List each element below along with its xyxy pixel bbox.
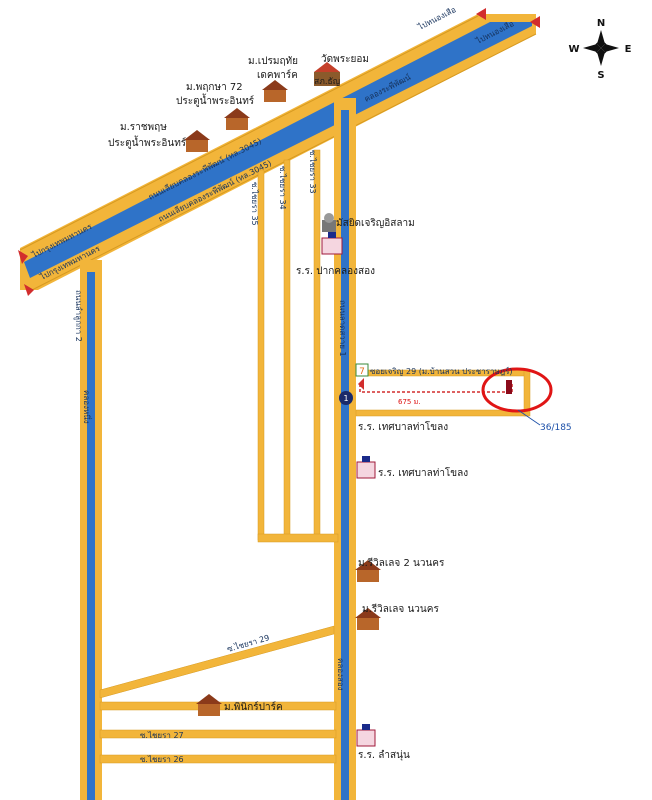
distance-label: 675 ม. xyxy=(398,398,420,406)
village-6-house-icon xyxy=(196,694,222,716)
village-3-label-line1: ม.ราชพฤษ xyxy=(120,122,167,133)
village-3-house-icon xyxy=(184,130,210,152)
village-3-label-line2: ประตูน้ำพระอินทร์ xyxy=(108,135,187,149)
village-4-label: ม.รีวิลเลจ 2 นวนคร xyxy=(358,557,445,569)
house-number-label: 36/185 xyxy=(540,423,572,433)
village-4-house-icon xyxy=(355,560,381,582)
village-2-house-icon xyxy=(224,108,250,130)
main-vertical-canal-label: คลองสอง xyxy=(336,658,345,691)
school-3-label: ร.ร. เทศบาลท่าโขลง xyxy=(378,466,468,479)
school-4-label: ร.ร. ลำสนุ่น xyxy=(358,750,410,761)
school-2-label: ร.ร. เทศบาลท่าโขลง xyxy=(358,420,448,433)
left-vertical-road xyxy=(80,260,102,800)
soi-26-label: ซ.ไชยรา 26 xyxy=(140,755,184,764)
mosque-label: มัสยิดเจริญอิสลาม xyxy=(336,218,415,229)
left-vertical-road-label: ถนนลำลูกกา 2 xyxy=(73,290,83,342)
school-2-icon xyxy=(356,456,376,479)
village-2-label-line2: ประตูน้ำพระอินทร์ xyxy=(176,93,255,107)
route-path xyxy=(358,378,513,393)
soi-33-label: ซ.ไชยรา 33 xyxy=(308,150,317,194)
left-canal-label: คลองหนึ่ง xyxy=(82,390,93,424)
soi-34-label: ซ.ไชยรา 34 xyxy=(278,166,287,210)
secondary-roads xyxy=(99,149,531,764)
school-4-icon xyxy=(356,724,376,747)
village-5-label: ม.รีวิลเลจ นวนคร xyxy=(362,603,439,615)
village-6-label: ม.พินิกร์ปาร์ค xyxy=(224,701,283,713)
store-icon-label: 7 xyxy=(359,367,365,377)
direction-arrows xyxy=(18,8,540,296)
temple-label: วัดพระยอม xyxy=(321,54,369,65)
temple-icon xyxy=(314,62,340,86)
convenience-store-icon: 7 xyxy=(355,363,369,377)
village-5-house-icon xyxy=(355,608,381,630)
village-2-label-line1: ม.พฤกษา 72 xyxy=(186,82,243,93)
marker-label: 1 xyxy=(343,394,348,403)
main-vertical-road-label: ถนนลาดสวาย 1 xyxy=(338,300,347,357)
arrow-left-2-icon xyxy=(24,284,34,296)
mosque-icon xyxy=(322,213,336,232)
compass-rose-icon: N S W E xyxy=(568,18,631,81)
compass-west: W xyxy=(568,44,579,55)
point-marker-icon: 1 xyxy=(339,391,353,405)
destination-marker-icon xyxy=(506,380,512,394)
village-1-house-icon xyxy=(262,80,288,102)
building-icons xyxy=(184,62,381,747)
main-vertical-road xyxy=(334,98,356,800)
school-1-icon xyxy=(321,232,343,255)
arrow-top-1-icon xyxy=(476,8,486,20)
police-label: สภ.ธัญ xyxy=(314,77,340,87)
school-1-label: ร.ร. ปากคลองสอง xyxy=(296,266,375,277)
village-1-label-line2: เดคพาร์ค xyxy=(257,69,298,81)
soi-35-label: ซ.ไชยรา 35 xyxy=(250,182,259,226)
soi-27-label: ซ.ไชยรา 27 xyxy=(140,731,184,740)
compass-north: N xyxy=(597,18,605,29)
compass-east: E xyxy=(625,44,632,55)
compass-south: S xyxy=(597,70,604,81)
village-1-label-line1: ม.เปรมฤทัย xyxy=(248,56,298,67)
destination-highlight xyxy=(481,367,553,413)
main-diagonal-road xyxy=(19,14,537,291)
side-soi-label: ซอยเจริญ 29 (ม.บ้านสวน ประชาราษฎร์) xyxy=(370,366,513,376)
arrow-top-2-icon xyxy=(530,16,540,28)
arrow-left-1-icon xyxy=(18,250,28,264)
